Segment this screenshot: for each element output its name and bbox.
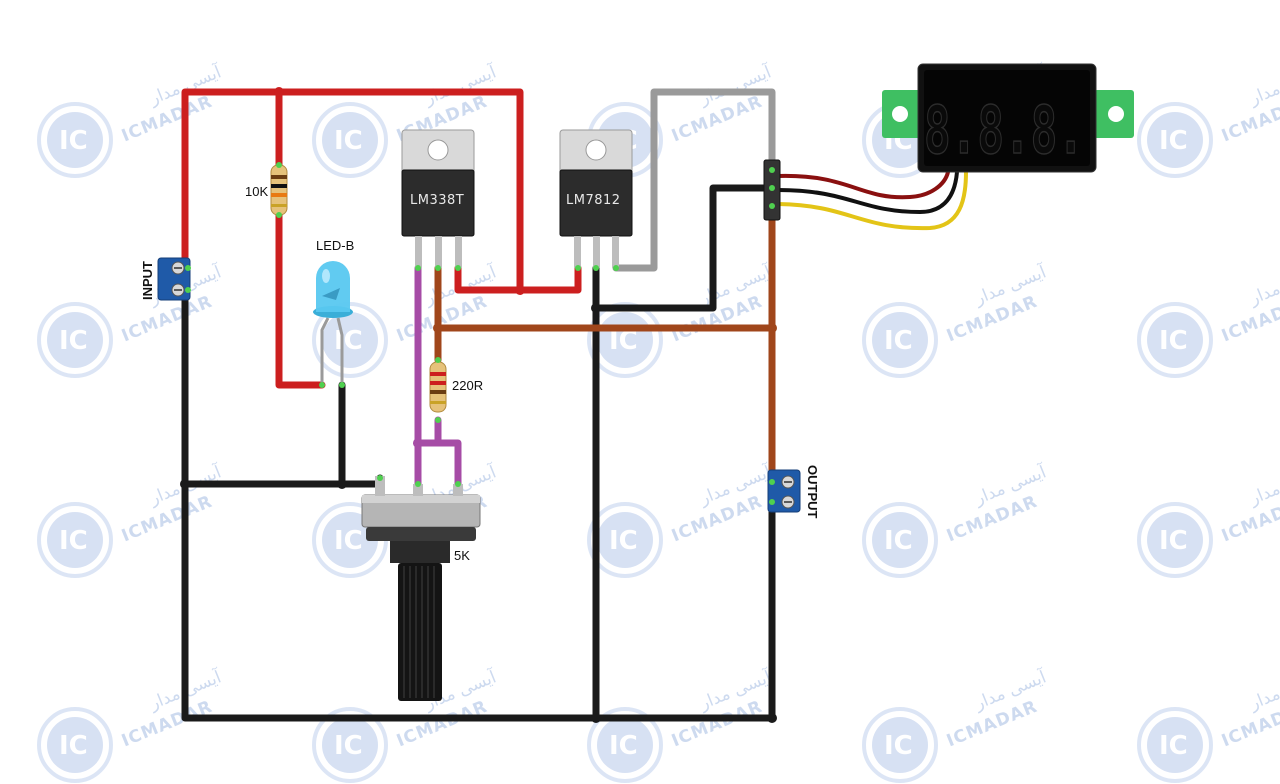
display-connector (763, 159, 781, 221)
regulator-lm338t-label: LM338T (410, 193, 464, 208)
watermark-logo-text: IC (334, 526, 363, 556)
output-label: OUTPUT (805, 465, 820, 519)
watermark-logo-text: IC (334, 731, 363, 761)
watermark-logo-text: IC (1159, 126, 1188, 156)
watermark-logo-text: IC (884, 731, 913, 761)
resistor-220r-label: 220R (452, 378, 483, 393)
watermark-logo-text: IC (1159, 326, 1188, 356)
potentiometer-5k (361, 475, 481, 701)
regulator-lm7812 (559, 129, 633, 271)
output-terminal (767, 469, 801, 513)
resistor-10k (270, 162, 288, 218)
watermark-logo-text: IC (1159, 731, 1188, 761)
watermark-logo-text: IC (334, 126, 363, 156)
input-terminal (157, 257, 191, 301)
watermark-logo-text: IC (884, 526, 913, 556)
potentiometer-5k-label: 5K (454, 548, 470, 563)
led-blue (313, 261, 353, 388)
led-label: LED-B (316, 238, 354, 253)
watermark-persian-text: آیسی مدار (1245, 460, 1280, 509)
resistor-220r (429, 357, 447, 423)
regulator-lm7812-label: LM7812 (566, 193, 621, 208)
watermark-logo-text: IC (609, 526, 638, 556)
watermark-logo-text: IC (59, 526, 88, 556)
watermark-logo-text: IC (334, 326, 363, 356)
watermark-persian-text: آیسی مدار (1245, 665, 1280, 714)
regulator-lm338t (401, 129, 475, 271)
watermark-persian-text: آیسی مدار (1245, 60, 1280, 109)
voltmeter-display (882, 63, 1134, 173)
watermark-logo-text: IC (609, 731, 638, 761)
watermark-logo-text: IC (1159, 526, 1188, 556)
watermark-logo-text: IC (59, 126, 88, 156)
red-wire (181, 88, 582, 389)
input-label: INPUT (140, 261, 155, 300)
gray-wire (612, 88, 776, 272)
watermark-logo-text: IC (884, 326, 913, 356)
display-cable (776, 170, 968, 231)
watermark-logo-text: IC (59, 326, 88, 356)
resistor-10k-label: 10K (245, 184, 268, 199)
wire-joints (180, 87, 777, 723)
voltmeter-reading: 8.8.8. (924, 92, 1084, 169)
watermark-logo-text: IC (59, 731, 88, 761)
watermark-persian-text: آیسی مدار (1245, 260, 1280, 309)
